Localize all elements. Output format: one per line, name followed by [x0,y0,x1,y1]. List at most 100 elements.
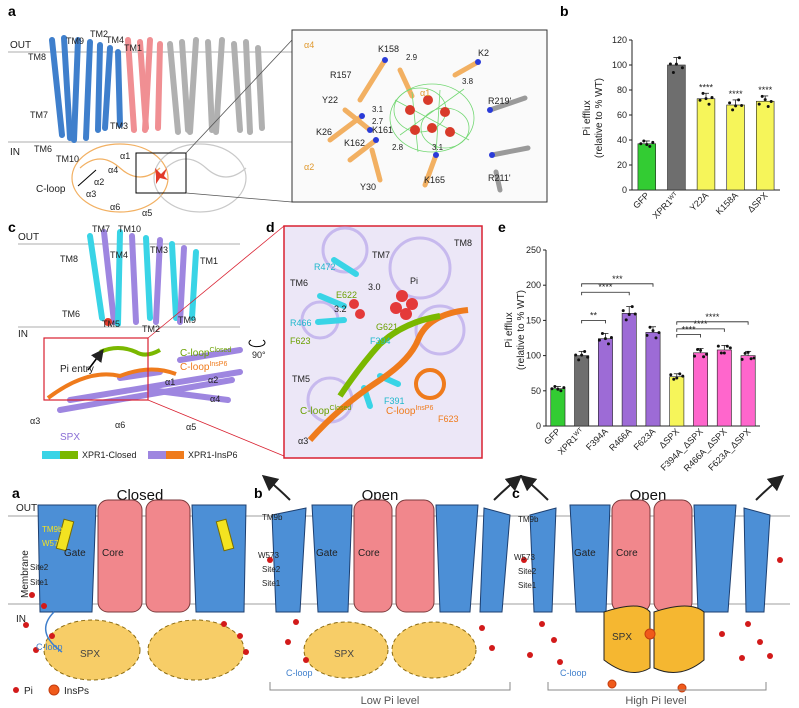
data-point [702,355,706,359]
gate-label-b: Gate [316,548,338,559]
high-pi-label: High Pi level [625,695,686,707]
low-pi-label: Low Pi level [361,695,420,707]
core-label-a: Core [102,548,124,559]
bar [574,355,590,427]
d-label-f623-closed: F623 [290,336,311,346]
c-legend: XPR1-Closed XPR1-InsP6 [42,450,238,460]
cloop-trace-a [45,611,63,653]
data-point [701,91,705,95]
c-label-a5: α5 [186,422,196,432]
c-label-a1: α1 [165,377,175,387]
panel-e: e Pi efflux (relative to % WT) 050100150… [498,219,760,473]
label-tm10: TM10 [56,154,79,164]
data-point [725,344,729,348]
data-point [716,344,720,348]
legend-swatch-green [60,451,78,459]
y-tick-label: 80 [617,85,627,95]
x-tick-label: XPR1WT [651,190,682,221]
label-k2: K2 [478,48,489,58]
bar [621,313,637,427]
significance-label: **** [705,312,720,322]
data-point [633,312,637,316]
data-point [657,331,661,335]
panel-a: a OUT IN [8,3,548,218]
data-point [749,357,753,361]
d-labels: TM7 TM8 TM6 R472 E622 Pi 3.0 R466 F623 3… [290,238,472,446]
data-point [668,62,672,66]
label-a1: α1 [120,151,130,161]
spx-label-c: SPX [60,432,80,443]
tm9b-label-a: TM9b [42,525,63,534]
significance-label: **** [699,82,714,92]
c-label-tm2: TM2 [142,324,160,334]
spx-label-schem-b: SPX [334,649,354,660]
d-label-dist-32: 3.2 [334,304,347,314]
d-label-tm5: TM5 [292,374,310,384]
site1-label-a: Site1 [30,578,49,587]
e-ylabel-2: (relative to % WT) [516,290,527,370]
rotate-icon [248,339,266,348]
significance-bracket [581,291,630,296]
spx-left-b [303,621,389,679]
gate-right-c [693,504,737,613]
data-point [696,347,700,351]
gate-left-c [529,507,557,613]
rotation-label: 90° [252,350,266,360]
significance-label: **** [729,89,744,99]
inset-label-a1: α1 [420,88,430,98]
cloop-label-b: C-loop [286,668,313,678]
data-point [719,351,723,355]
data-point [672,377,676,381]
significance-label: **** [598,282,613,292]
bar [669,376,685,427]
c-label-tm6: TM6 [62,309,80,319]
data-point [630,305,634,309]
pi-dots-a [23,592,249,655]
c-label-tm5: TM5 [102,319,120,329]
y-tick-label: 50 [531,386,541,396]
label-k26: K26 [316,127,332,137]
data-point [757,102,761,106]
label-r211: R211' [488,173,511,183]
inset-grey-sticks [487,95,531,193]
x-tick-label: R466A [607,426,634,453]
dist-2: 3.8 [462,77,474,86]
data-point [693,354,697,358]
arrow-b-right [493,474,523,501]
d-cyan-sticks [315,257,401,409]
legend-swatch-purple [148,451,166,459]
gate-left-a [37,504,97,613]
inset-residue-labels: K158 K2 R157 Y22 K26 K161 K162 Y30 K165 … [316,44,512,192]
schem-open-high: Gate Core SPX TM9b W573 Site2 Site1 C-lo… [514,474,785,707]
label-a2: α2 [94,177,104,187]
zoom-line-bottom [185,192,293,203]
schem-letter-b: b [254,485,263,501]
panel-b: b Pi efflux (relative to % WT) 020406080… [560,3,780,221]
bracket-b [269,682,511,691]
data-point [609,335,613,339]
c-zoom-line-top [147,225,285,339]
c-cloop-closed-trace [99,346,161,357]
w573-label-a: W573 [42,539,63,548]
y-tick-label: 100 [526,351,541,361]
label-k162: K162 [344,138,365,148]
gate-left-b [271,507,307,613]
d-pi-balls [349,290,418,320]
y-tick-label: 200 [526,280,541,290]
data-point [597,338,601,342]
c-zoom-line-bottom [147,399,285,457]
data-point [586,355,590,359]
data-point [645,142,649,146]
b-ylabel-1: Pi efflux [582,100,593,135]
data-point [642,139,646,143]
gate-right-b [435,504,479,613]
c-cloop-insp6-trace [46,367,177,400]
d-cloop-insp6-label: C-loopInsP6 [386,405,433,417]
dist-4: 2.7 [372,117,384,126]
d-label-r466: R466 [290,318,312,328]
significance-bracket [676,321,749,325]
gate-far-b [479,507,511,613]
d-label-f391: F391 [384,396,405,406]
w573-label-b: W573 [258,551,279,560]
